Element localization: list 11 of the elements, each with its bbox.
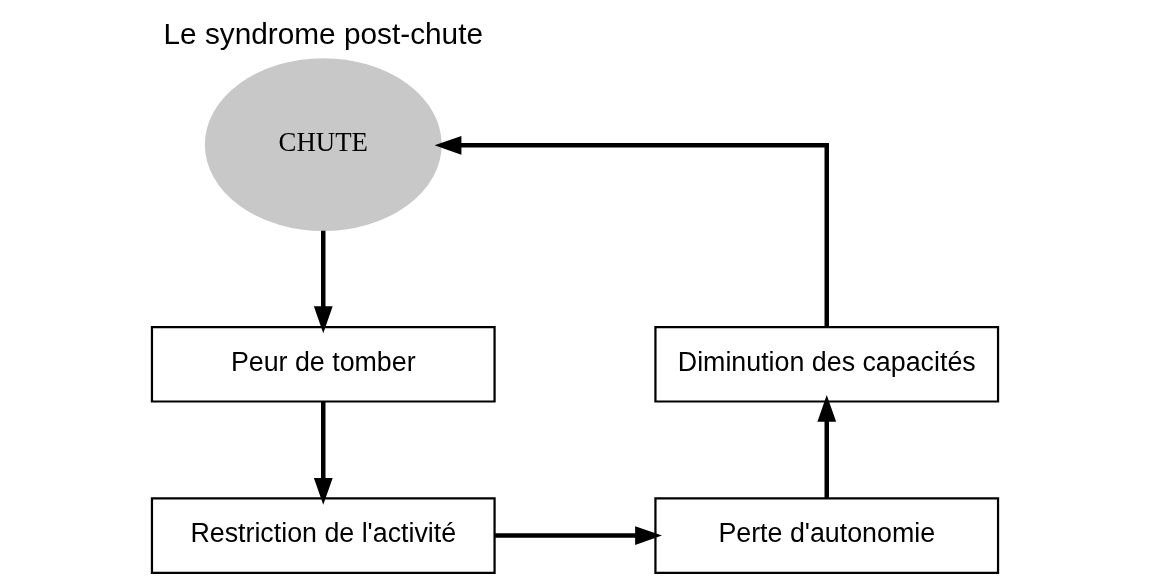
- arrow: [495, 526, 662, 545]
- node-box: Peur de tomber: [150, 325, 496, 403]
- node-box: Restriction de l'activité: [150, 497, 496, 574]
- diagram-title: Le syndrome post-chute: [163, 16, 484, 50]
- node-box: Diminution des capacités: [654, 325, 1000, 403]
- arrow: [817, 395, 837, 498]
- node-ellipse: CHUTE: [204, 58, 442, 231]
- arrow: [434, 135, 829, 327]
- arrow: [313, 230, 333, 334]
- node-box: Perte d'autonomie: [654, 497, 1000, 574]
- arrow: [313, 401, 333, 505]
